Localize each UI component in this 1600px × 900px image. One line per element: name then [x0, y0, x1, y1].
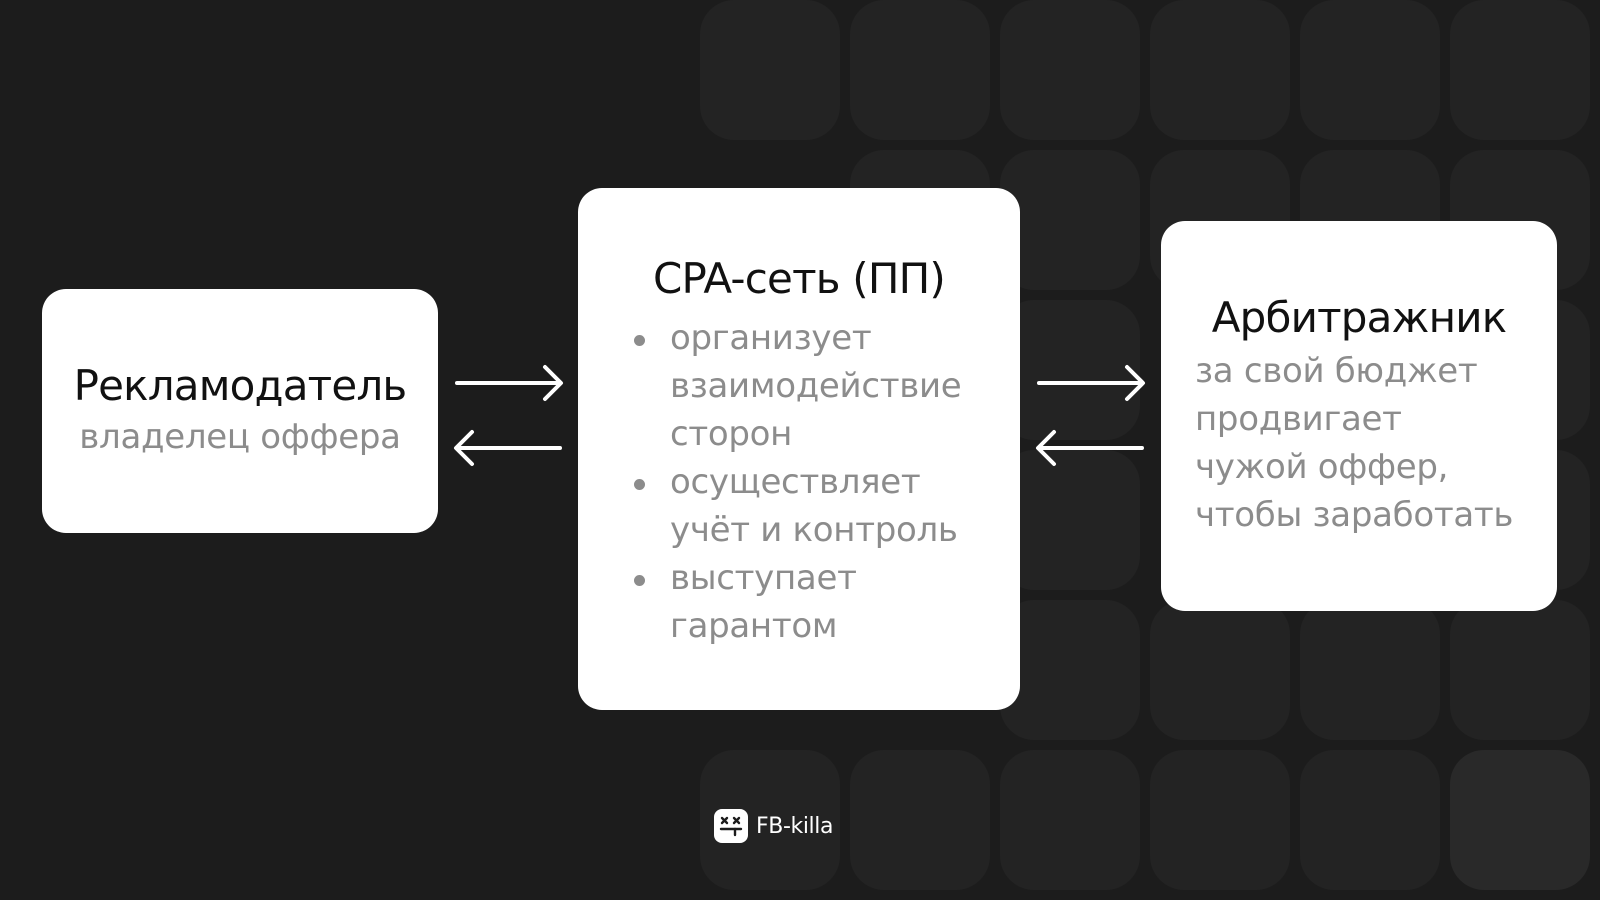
affiliate-description-line: продвигает [1195, 399, 1402, 439]
bullet-line: выступает [670, 558, 857, 598]
cpa-network-box: CPA-сеть (ПП) организует взаимодействие … [578, 188, 1020, 710]
dead-face-icon [714, 809, 748, 843]
affiliate-description-line: чужой оффер, [1195, 447, 1449, 487]
bullet-line: взаимодействие [670, 366, 962, 406]
brand-name: FB-killa [756, 813, 834, 839]
cpa-network-bullet-list: организует взаимодействие сторон осущест… [634, 314, 1010, 650]
advertiser-box: Рекламодатель владелец оффера [42, 289, 438, 533]
bullet-dot-icon [634, 575, 645, 586]
bullet-line: осуществляет [670, 462, 921, 502]
affiliate-description: за свой бюджет продвигает чужой оффер, ч… [1195, 347, 1545, 539]
cpa-network-title: CPA-сеть (ПП) [653, 254, 946, 303]
affiliate-box: Арбитражник за свой бюджет продвигает чу… [1161, 221, 1557, 611]
advertiser-title: Рекламодатель [73, 361, 408, 410]
bullet-dot-icon [634, 335, 645, 346]
affiliate-description-line: чтобы заработать [1195, 495, 1514, 535]
bullet-line: гарантом [670, 606, 838, 646]
bullet-item: выступает гарантом [634, 554, 1010, 650]
brand-logo: FB-killa [714, 808, 833, 844]
bullet-line: организует [670, 318, 872, 358]
bullet-item: осуществляет учёт и контроль [634, 458, 1010, 554]
bullet-line: сторон [670, 414, 793, 454]
affiliate-description-line: за свой бюджет [1195, 351, 1478, 391]
affiliate-title: Арбитражник [1211, 293, 1507, 342]
advertiser-subtitle: владелец оффера [79, 417, 401, 457]
bullet-item: организует взаимодействие сторон [634, 314, 1010, 458]
bullet-dot-icon [634, 479, 645, 490]
bullet-line: учёт и контроль [670, 510, 958, 550]
